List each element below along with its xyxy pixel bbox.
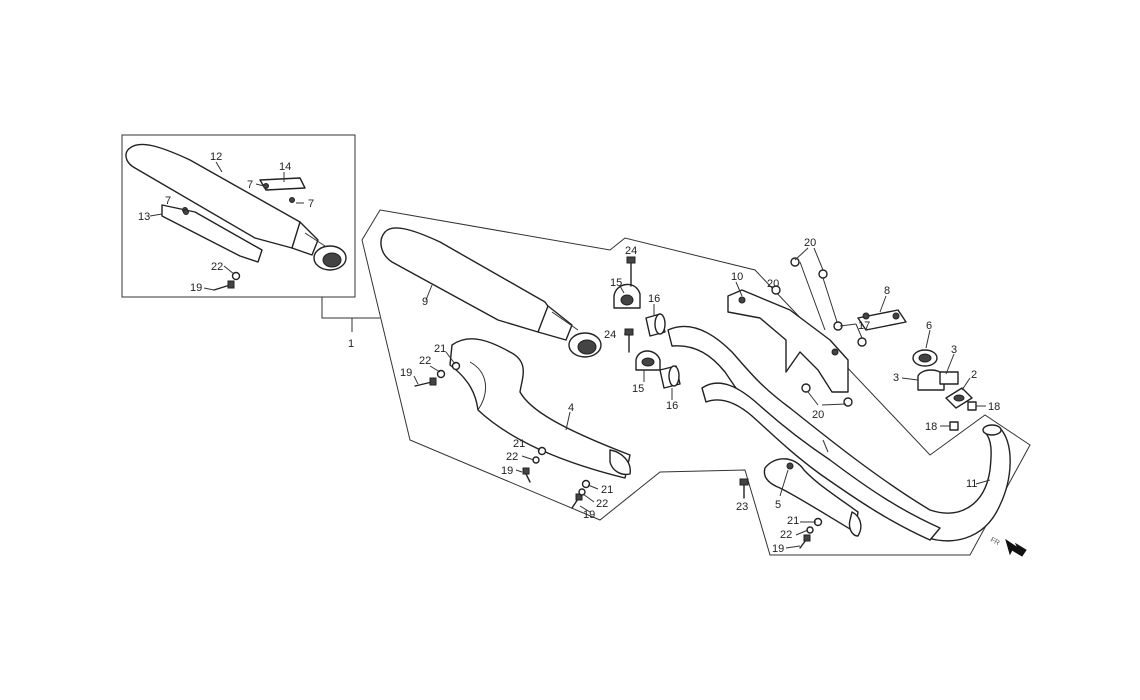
label-21c: 21 [601,484,613,496]
label-14: 14 [279,161,291,173]
heat-shield-4 [449,338,631,479]
nut-20-c [771,285,781,295]
leader-lines [149,161,991,549]
label-15b: 15 [632,383,644,395]
label-15a: 15 [610,277,622,289]
bolt-19-sub [213,280,235,291]
label-21b: 21 [513,438,525,450]
front-direction-arrow-icon [1005,538,1027,557]
leader-20-bottom-b [821,403,847,406]
clamp-15-lower [635,350,661,371]
plate-8 [857,309,907,331]
grommet-21-shield-low [581,479,591,489]
label-18a: 18 [988,401,1000,413]
washer-22-sub [231,271,241,281]
label-5: 5 [775,499,781,511]
label-7c: 7 [165,195,171,207]
label-8: 8 [884,285,890,297]
subassembly-frame [121,134,356,298]
leader-20-long [822,277,839,326]
label-2: 2 [971,369,977,381]
nut-20-a [790,257,800,267]
leader-20-top [794,247,809,261]
bolt-24-lower [624,328,634,353]
label-22b: 22 [419,355,431,367]
bracket-10 [727,289,849,393]
label-19b: 19 [400,367,412,379]
label-7b: 7 [308,198,314,210]
label-19d: 19 [583,509,595,521]
label-7a: 7 [247,179,253,191]
direction-label: FR [989,537,1001,548]
label-19e: 19 [772,543,784,555]
nut-20-b [818,269,828,279]
leader-20-bottom [807,391,819,406]
bolt-24-upper [626,256,636,287]
bolt-18-b [949,421,959,431]
label-24a: 24 [625,245,637,257]
grommet-21-shield-top [451,361,461,371]
label-21a: 21 [434,343,446,355]
bolt-19-shield-mid [522,467,531,483]
label-16b: 16 [666,400,678,412]
collar-2 [945,387,973,409]
clamp-15-upper [613,283,641,309]
washer-22-shield-top [436,369,446,379]
leader-1 [321,297,380,319]
washer-7-b [289,197,295,203]
label-22e: 22 [780,529,792,541]
bolt-19-lower-right [799,534,811,549]
label-22a: 22 [211,261,223,273]
label-19c: 19 [501,465,513,477]
exhaust-pipe-11 [667,325,1011,542]
label-16a: 16 [648,293,660,305]
washer-22-shield-low [578,488,586,496]
rubber-6 [912,349,938,367]
label-22d: 22 [596,498,608,510]
label-20a: 20 [804,237,816,249]
leader-20-top-b [813,247,824,271]
muffler-9 [380,227,602,358]
label-9: 9 [422,296,428,308]
label-20c: 20 [812,409,824,421]
label-22c: 22 [506,451,518,463]
muffler-12 [125,143,347,271]
leader-20-long-b [799,261,826,331]
label-6: 6 [926,320,932,332]
washer-7-c [183,209,189,215]
gasket-16-lower [659,365,681,389]
label-3a: 3 [951,344,957,356]
label-20b: 20 [767,278,779,290]
label-19a: 19 [190,282,202,294]
label-11: 11 [966,478,977,490]
label-4: 4 [568,402,574,414]
washer-7-a [263,183,269,189]
label-13: 13 [138,211,150,223]
label-18b: 18 [925,421,937,433]
nut-20-d [801,383,811,393]
label-3b: 3 [893,372,899,384]
bolt-18-a [967,401,977,411]
label-24b: 24 [604,329,616,341]
label-1: 1 [348,338,354,350]
bolt-23 [739,478,749,499]
label-17: 17 [858,320,870,332]
label-12: 12 [210,151,222,163]
nut-17-b [857,337,867,347]
bolt-19-shield-top [414,377,437,387]
label-10: 10 [731,271,743,283]
main-assembly-frame [361,209,1031,556]
collar-3 [917,369,959,391]
gasket-16-upper [645,313,666,337]
label-23: 23 [736,501,748,513]
grommet-21-shield-mid [537,446,547,456]
label-21d: 21 [787,515,799,527]
nut-20-e [843,397,853,407]
heat-shield-5 [763,458,862,537]
